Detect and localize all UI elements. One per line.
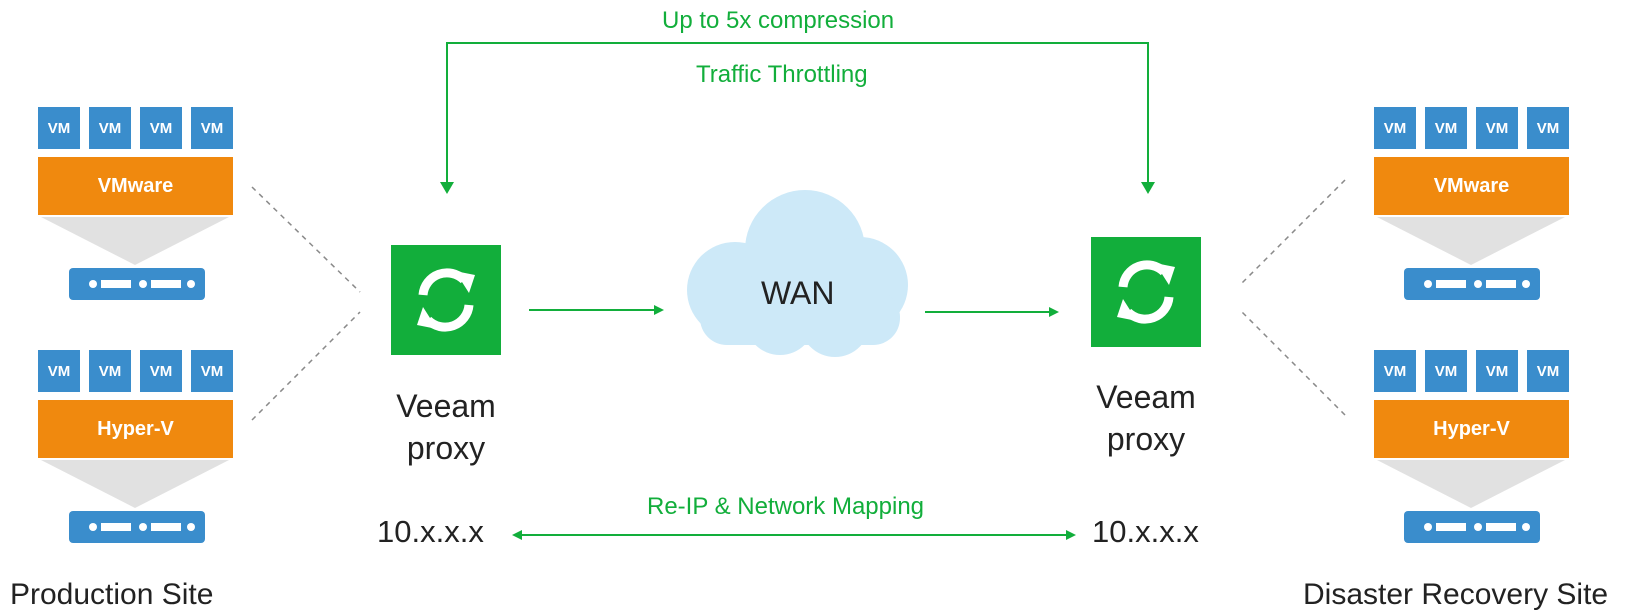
vm-tile: VM: [1476, 350, 1518, 392]
host-funnel: [1377, 460, 1565, 508]
dr-proxy-line1: Veeam: [1096, 379, 1196, 415]
vm-tile: VM: [1527, 350, 1569, 392]
wan-label: WAN: [761, 275, 835, 311]
production-proxy: [391, 245, 501, 355]
vm-tile: VM: [191, 107, 233, 149]
compression-label: Up to 5x compression: [662, 7, 895, 34]
top-arrow-right: [1141, 182, 1155, 194]
host-funnel: [41, 460, 229, 508]
vm-tile: VM: [89, 350, 131, 392]
host-funnel: [41, 217, 229, 265]
throttling-label: Traffic Throttling: [696, 61, 868, 88]
production-ip: 10.x.x.x: [377, 514, 484, 549]
cloud-icon: [687, 190, 908, 357]
vmware-bar: VMware: [38, 157, 233, 215]
vmware-bar: VMware: [1374, 157, 1569, 215]
server-icon: [69, 268, 205, 300]
dr-site-label: Disaster Recovery Site: [1303, 578, 1609, 611]
vm-tile: VM: [89, 107, 131, 149]
production-proxy-line2: proxy: [406, 430, 486, 466]
vm-tile: VM: [38, 107, 80, 149]
vm-tile: VM: [1425, 107, 1467, 149]
dashed-line: [1239, 179, 1346, 286]
dr-proxy-line2: proxy: [1106, 421, 1186, 457]
vm-tile: VM: [1374, 107, 1416, 149]
mapping-label: Re-IP & Network Mapping: [647, 493, 925, 520]
production-proxy-line1: Veeam: [396, 388, 496, 424]
sync-icon: [417, 268, 475, 332]
vm-tile: VM: [1374, 350, 1416, 392]
vm-tile: VM: [191, 350, 233, 392]
top-connector: [446, 42, 1149, 182]
dr-proxy: [1091, 237, 1201, 347]
vm-tile: VM: [140, 107, 182, 149]
production-site-label: Production Site: [10, 578, 214, 611]
dashed-line: [1239, 309, 1346, 416]
dashed-line: [251, 311, 361, 421]
dr-ip: 10.x.x.x: [1092, 514, 1199, 549]
vm-tile: VM: [1425, 350, 1467, 392]
server-icon: [1404, 511, 1540, 543]
server-icon: [69, 511, 205, 543]
host-funnel: [1377, 217, 1565, 265]
vm-tile: VM: [1527, 107, 1569, 149]
sync-icon: [1117, 260, 1175, 324]
server-icon: [1404, 268, 1540, 300]
vm-tile: VM: [140, 350, 182, 392]
vm-tile: VM: [1476, 107, 1518, 149]
hyperv-bar: Hyper-V: [1374, 400, 1569, 458]
dashed-line: [251, 186, 361, 293]
hyperv-bar: Hyper-V: [38, 400, 233, 458]
top-arrow-left: [440, 182, 454, 194]
vm-tile: VM: [38, 350, 80, 392]
